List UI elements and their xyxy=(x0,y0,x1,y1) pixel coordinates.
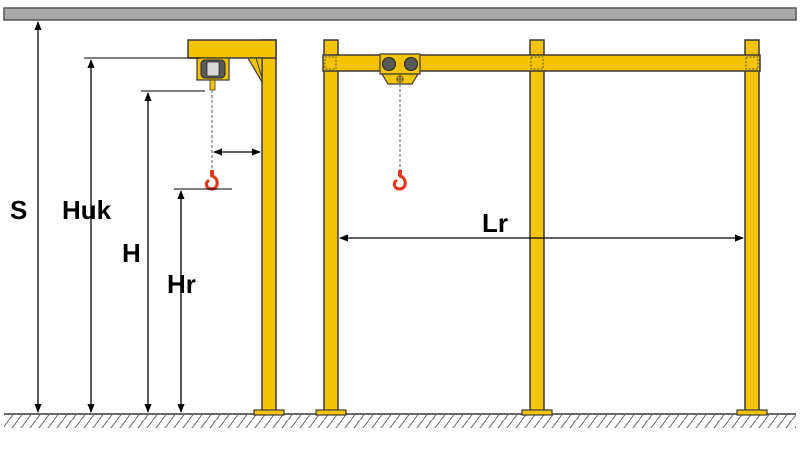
ground xyxy=(4,413,796,428)
gantry-beam xyxy=(322,54,761,72)
label-hr: Hr xyxy=(167,269,196,299)
crane-hook-icon xyxy=(204,170,219,191)
label-s: S xyxy=(10,195,27,225)
trolley-icon xyxy=(379,53,421,85)
hoist-icon xyxy=(196,57,230,91)
gantry-base-3 xyxy=(736,409,768,416)
jib-base-plate xyxy=(253,409,285,416)
gantry-base-2 xyxy=(521,409,553,416)
label-lr: Lr xyxy=(482,208,508,238)
gantry-leg-2 xyxy=(529,39,545,413)
jib-crane xyxy=(187,39,285,416)
crane-hook-icon xyxy=(392,170,407,191)
dimension-lines xyxy=(34,21,744,413)
label-h: H xyxy=(122,238,141,268)
gantry-crane xyxy=(315,39,768,416)
jib-brace xyxy=(246,57,263,85)
label-huk: Huk xyxy=(62,195,112,225)
jib-column xyxy=(261,39,277,413)
jib-arm xyxy=(187,39,277,59)
gantry-base-1 xyxy=(315,409,347,416)
gantry-leg-1 xyxy=(323,39,339,413)
ceiling-bar xyxy=(3,7,797,21)
gantry-leg-3 xyxy=(744,39,760,413)
